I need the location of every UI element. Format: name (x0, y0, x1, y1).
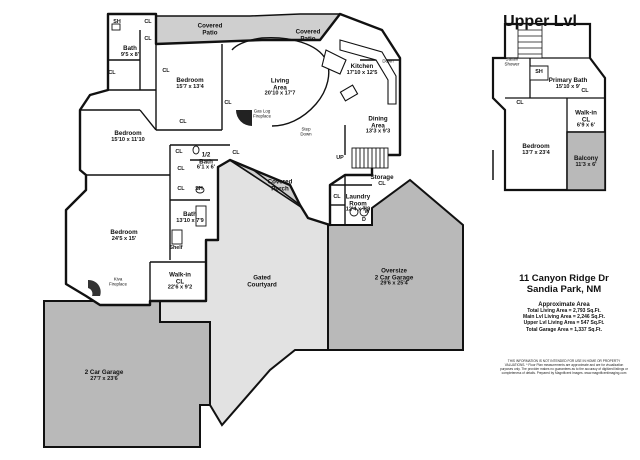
kitchen-counters (321, 39, 397, 105)
closet-label: CL (516, 100, 524, 107)
dryer-label: D (362, 217, 366, 224)
sh-top-label: SH (113, 19, 121, 26)
address-line-2: Sandia Park, NM (526, 283, 602, 295)
closet-label: CL (144, 19, 152, 26)
steam-shower-label: Steam Shower (504, 56, 520, 66)
sh-upper-label: SH (535, 69, 543, 76)
oversize-garage-shape (327, 178, 464, 351)
kiva-fireplace-icon (88, 279, 101, 296)
upper-stairs (517, 23, 543, 59)
sh-mid-label: SH (195, 186, 203, 193)
main-house-outline (64, 12, 402, 307)
fixtures (111, 23, 369, 245)
closet-label: CL (108, 70, 116, 77)
step-down-label: Step Down (300, 126, 312, 136)
address-line-1: 11 Canyon Ridge Dr (519, 273, 609, 284)
closet-label: CL (333, 194, 341, 201)
main-living-area: Main Lvl Living Area = 2,246 Sq.Ft. (523, 314, 605, 321)
closet-label: CL (224, 100, 232, 107)
covered-patio-right-label: Covered Patio (295, 28, 321, 42)
disclaimer-text: THIS INFORMATION IS NOT INTENDED FOR USE… (500, 359, 628, 375)
closet-label: CL (581, 88, 589, 95)
closet-label: CL (177, 186, 185, 193)
gas-log-label: Gas Log Fireplace (252, 108, 272, 118)
interior-walls (80, 30, 400, 301)
upper-living-area: Upper Lvl Living Area = 547 Sq.Ft. (523, 320, 605, 327)
upper-sh-shape (529, 65, 549, 81)
closet-label: CL (232, 150, 240, 157)
closet-label: CL (144, 36, 152, 43)
covered-patio-left-label: Covered Patio (197, 22, 223, 36)
gas-log-fireplace-icon (236, 110, 252, 126)
total-living-area: Total Living Area = 2,793 Sq.Ft. (527, 307, 601, 314)
covered-porch-label: Covered Porch (267, 178, 293, 192)
main-stairs (351, 147, 389, 169)
area-heading: Approximate Area (538, 301, 590, 308)
washer-label: W (364, 209, 370, 216)
garage-area: Total Garage Area = 1,337 Sq.Ft. (525, 326, 602, 333)
closet-label: CL (175, 149, 183, 156)
gated-courtyard-label: Gated Courtyard (247, 274, 277, 288)
kiva-fireplace-label: Kiva Fireplace (108, 276, 128, 286)
kitchen-down-label: Down (382, 58, 394, 64)
shelf-label: Shelf (169, 245, 183, 252)
closet-label: CL (162, 68, 170, 75)
upper-balcony-shape (566, 131, 606, 191)
property-info: 11 Canyon Ridge Dr Sandia Park, NM Appro… (500, 273, 628, 333)
closet-label: CL (177, 166, 185, 173)
closet-label: CL (179, 119, 187, 126)
stairs-up-label: UP (336, 155, 344, 162)
upper-level-title: Upper Lvl (503, 13, 577, 30)
